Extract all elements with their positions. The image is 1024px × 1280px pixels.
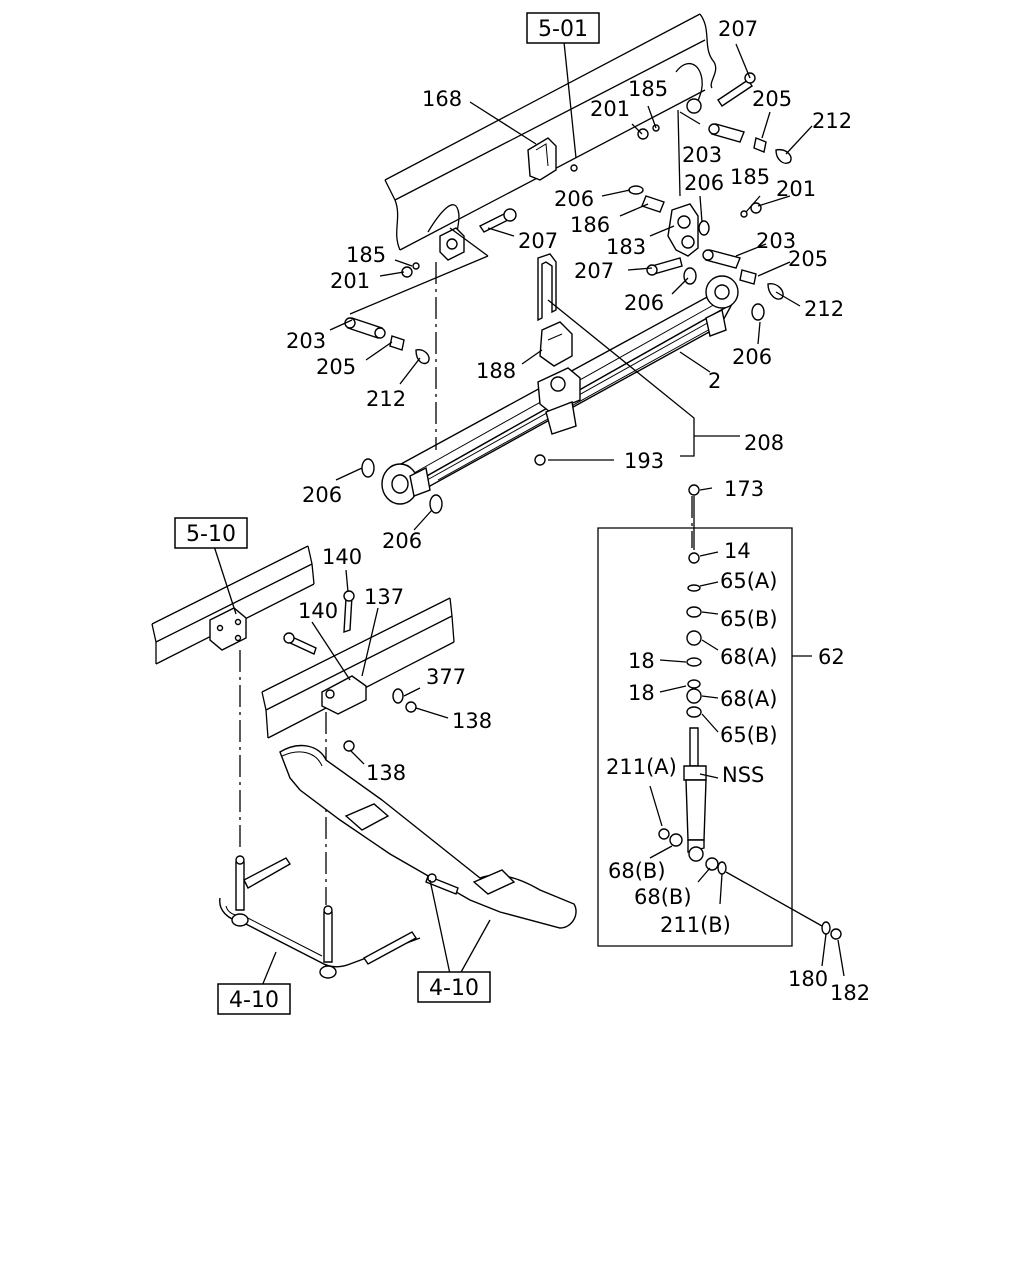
bracket-168	[527, 137, 578, 181]
part-label: 193	[624, 449, 664, 473]
part-labels: 207 185 201 205 212 203 168 206 186 206 …	[286, 17, 870, 1005]
part-label: 65(B)	[720, 607, 778, 631]
part-label: 137	[364, 585, 404, 609]
alignment-lines	[239, 262, 693, 905]
part-label: 62	[818, 645, 845, 669]
part-label: 138	[366, 761, 406, 785]
part-label: 206	[302, 483, 342, 507]
part-label: 212	[812, 109, 852, 133]
part-label: 18	[628, 649, 655, 673]
part-label: 206	[554, 187, 594, 211]
part-label: 203	[682, 143, 722, 167]
part-label: 68(B)	[608, 859, 666, 883]
part-label: 182	[830, 981, 870, 1005]
reference-box-5-10: 5-10	[174, 517, 248, 549]
part-label: 185	[628, 77, 668, 101]
shock-absorber-parts	[658, 484, 842, 940]
part-label: 140	[322, 545, 362, 569]
part-label: 212	[366, 387, 406, 411]
part-label: 140	[298, 599, 338, 623]
part-label: NSS	[722, 763, 764, 787]
part-label: 185	[730, 165, 770, 189]
shock-absorber-kit-box	[597, 527, 812, 947]
leaf-spring-2	[381, 275, 739, 505]
part-label: 203	[286, 329, 326, 353]
part-label: 68(A)	[720, 645, 777, 669]
part-label: 65(A)	[720, 569, 777, 593]
part-label: 2	[708, 369, 721, 393]
part-label: 68(A)	[720, 687, 777, 711]
part-label: 185	[346, 243, 386, 267]
part-label: 207	[518, 229, 558, 253]
reference-label: 4-10	[429, 976, 479, 1001]
axle-beam	[279, 744, 577, 929]
part-label: 205	[752, 87, 792, 111]
part-label: 68(B)	[634, 885, 692, 909]
reference-label: 5-01	[538, 17, 588, 42]
part-label: 183	[606, 235, 646, 259]
front-hanger	[401, 208, 517, 278]
part-label: 206	[732, 345, 772, 369]
part-label: 206	[382, 529, 422, 553]
part-label: 206	[684, 171, 724, 195]
part-label: 201	[330, 269, 370, 293]
part-label: 203	[756, 229, 796, 253]
part-label: 207	[718, 17, 758, 41]
frame-rail-lower-right	[261, 590, 455, 752]
part-label: 206	[624, 291, 664, 315]
part-label: 65(B)	[720, 723, 778, 747]
frame-rail-upper	[384, 13, 717, 251]
part-label: 180	[788, 967, 828, 991]
part-label: 186	[570, 213, 610, 237]
part-label: 18	[628, 681, 655, 705]
reference-label: 4-10	[229, 988, 279, 1013]
part-label: 168	[422, 87, 462, 111]
part-label: 377	[426, 665, 466, 689]
part-label: 14	[724, 539, 751, 563]
part-label: 201	[590, 97, 630, 121]
rear-shackle-parts	[628, 72, 792, 321]
pin-set-left	[344, 317, 430, 365]
part-label: 138	[452, 709, 492, 733]
part-label: 205	[788, 247, 828, 271]
part-label: 208	[744, 431, 784, 455]
part-label: 207	[574, 259, 614, 283]
reference-label: 5-10	[186, 522, 236, 547]
part-label: 212	[804, 297, 844, 321]
reference-box-4-10-right: 4-10	[417, 971, 491, 1003]
u-bolt-188	[537, 253, 573, 367]
part-label: 173	[724, 477, 764, 501]
washers-206	[361, 458, 443, 514]
reference-box-4-10-left: 4-10	[217, 983, 291, 1015]
frame-rail-lower-left	[151, 545, 315, 665]
part-label: 188	[476, 359, 516, 383]
leader-lines	[213, 41, 845, 987]
part-label: 205	[316, 355, 356, 379]
part-label: 211(A)	[606, 755, 677, 779]
stabilizer-bar	[219, 855, 421, 979]
part-label: 211(B)	[660, 913, 731, 937]
reference-box-5-01: 5-01	[526, 12, 600, 44]
part-label: 201	[776, 177, 816, 201]
